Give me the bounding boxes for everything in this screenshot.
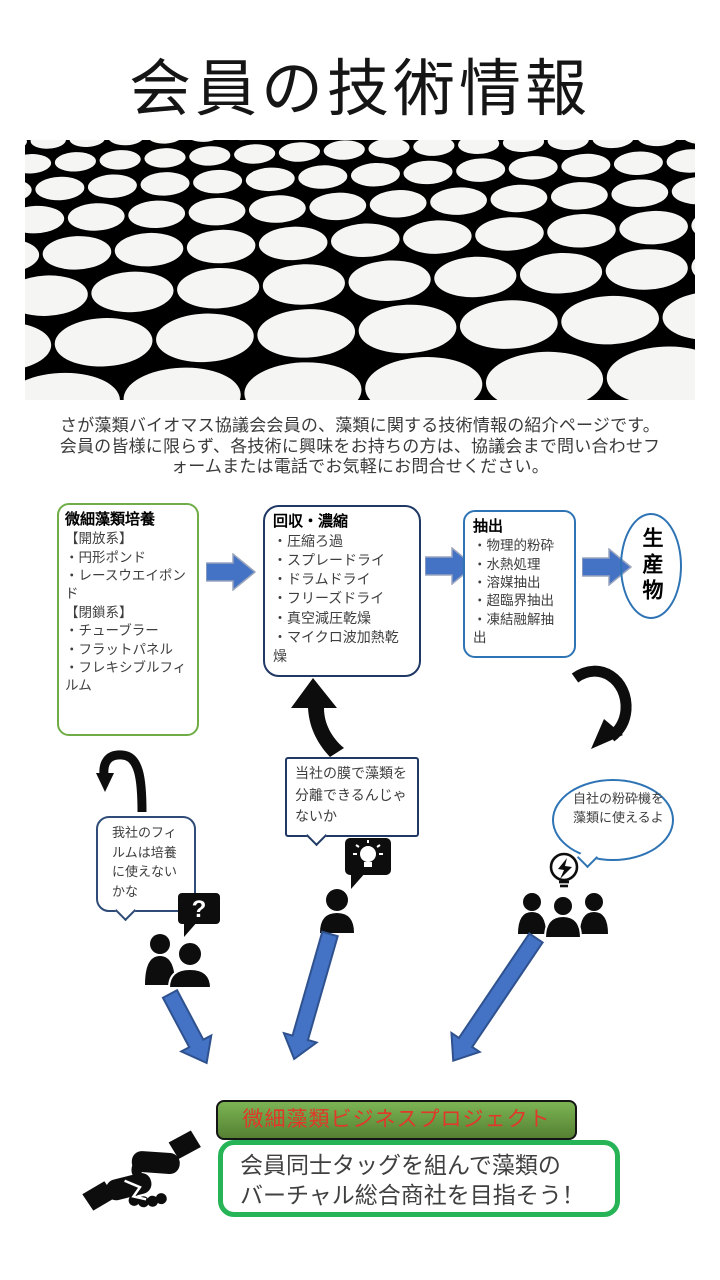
curved-down-arrow-icon [571, 665, 632, 749]
project-message-line2: バーチャル総合商社を目指そう！ [240, 1182, 585, 1208]
list-item: ・真空減圧乾燥 [273, 609, 371, 626]
speech-bubble-film: 我社のフィルムは培養に使えないかな [96, 816, 196, 912]
list-item: ・フリーズドライ [273, 590, 385, 607]
flow-box-extraction: 抽出 ・物理的粉砕・水熱処理・溶媒抽出・超臨界抽出・凍結融解抽出 [463, 510, 576, 658]
list-item: ・溶媒抽出 [473, 575, 541, 591]
flow-product-ellipse: 生産物 [620, 513, 682, 619]
list-item: ・フレキシブルフィルム [65, 659, 187, 694]
list-item: ・水熱処理 [473, 556, 541, 572]
list-item: ・マイクロ波加熱乾燥 [273, 628, 399, 664]
flow-box-lines: ・圧縮ろ過・スプレードライ・ドラムドライ・フリーズドライ・真空減圧乾燥・マイクロ… [273, 532, 411, 665]
team-idea-icon [518, 852, 608, 938]
list-item: ・圧縮ろ過 [273, 533, 343, 550]
blue-arrow-down-left-icon [161, 988, 213, 1065]
project-message-line1: 会員同士タッグを組んで藻類の [240, 1152, 561, 1178]
speech-bubble-membrane: 当社の膜で藻類を分離できるんじゃないか [285, 757, 419, 837]
curved-up-arrow-icon [291, 678, 344, 757]
list-item: ・レースウエイポンド [65, 568, 186, 602]
flow-box-title: 回収・濃縮 [273, 513, 349, 530]
list-item: ・円形ポンド [65, 549, 146, 565]
flow-box-lines: 【開放系】・円形ポンド・レースウエイポンド【閉鎖系】・チューブラー・フラットパネ… [65, 530, 191, 695]
list-item: ・ドラムドライ [273, 571, 371, 588]
list-item: ・凍結融解抽出 [473, 611, 554, 646]
flow-box-harvest: 回収・濃縮 ・圧縮ろ過・スプレードライ・ドラムドライ・フリーズドライ・真空減圧乾… [263, 505, 421, 677]
list-item: ・超臨界抽出 [473, 593, 554, 609]
two-people-question-icon: ? [145, 893, 220, 988]
flow-box-title: 抽出 [473, 518, 504, 535]
person-idea-icon [320, 838, 391, 933]
flow-box-lines: ・物理的粉砕・水熱処理・溶媒抽出・超臨界抽出・凍結融解抽出 [473, 537, 566, 647]
flow-box-cultivation: 微細藻類培養 【開放系】・円形ポンド・レースウエイポンド【閉鎖系】・チューブラー… [57, 503, 199, 736]
hero-image [25, 140, 695, 400]
list-item: ・物理的粉砕 [473, 538, 554, 554]
project-message-box: 会員同士タッグを組んで藻類の バーチャル総合商社を目指そう！ [218, 1140, 620, 1217]
list-item: 【開放系】 [65, 531, 133, 547]
blue-arrow-down-middle-icon [282, 930, 339, 1061]
intro-paragraph: さが藻類バイオマス協議会会員の、藻類に関する技術情報の紹介ページです。会員の皆様… [59, 416, 661, 477]
flow-arrow-right-icon [206, 553, 256, 591]
list-item: ・チューブラー [65, 623, 159, 639]
lightbulb-icon [353, 840, 383, 867]
speech-bubble-crusher: 自社の粉砕機を藻類に使えるよ [552, 779, 674, 861]
project-title-banner: 微細藻類ビジネスプロジェクト [216, 1100, 577, 1140]
lightbulb-outline-icon [549, 852, 579, 888]
blue-arrow-down-right-icon [450, 932, 545, 1063]
list-item: ・フラットパネル [65, 641, 173, 657]
question-mark-glyph: ? [192, 896, 207, 923]
curved-uturn-arrow-icon [96, 750, 147, 813]
product-label: 生産物 [640, 527, 663, 605]
handshake-icon [82, 1130, 201, 1211]
page-title: 会員の技術情報 [128, 55, 591, 124]
dots-pattern-image [25, 140, 695, 400]
flow-box-title: 微細藻類培養 [65, 511, 156, 528]
list-item: 【閉鎖系】 [65, 604, 133, 620]
list-item: ・スプレードライ [273, 552, 385, 569]
